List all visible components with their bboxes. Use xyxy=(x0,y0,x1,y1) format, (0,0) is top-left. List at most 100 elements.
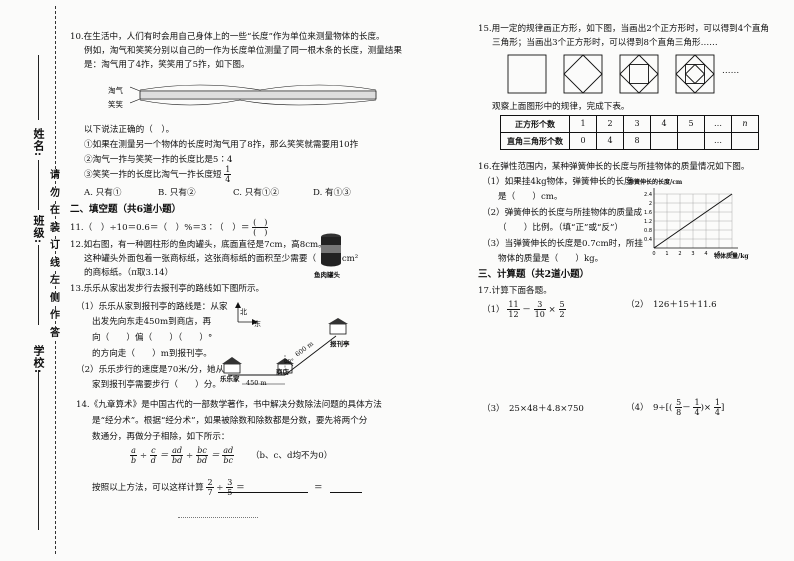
table-cell[interactable] xyxy=(677,132,705,150)
table-row-header: 正方形个数 xyxy=(500,115,570,133)
q14-answer-line-2[interactable] xyxy=(330,492,362,493)
table-cell: n xyxy=(731,115,759,133)
q12-line2: 这种罐头外面包着一张商标纸，这张商标纸的面积至少需要（ ）cm² xyxy=(84,254,359,264)
school-label: 学校: xyxy=(32,345,45,375)
q16-line1: （1）如果挂4kg物体，弹簧伸长的长度 xyxy=(482,177,633,187)
square-pattern-figure xyxy=(507,54,715,94)
q15-line2: 三角形；当画出3个正方形时，可以得到8个直角三角形…… xyxy=(492,38,718,48)
x-tick-label: 4 xyxy=(704,251,707,257)
binding-margin: 学校: 姓名: 班级: 请勿在装订线左侧作答 xyxy=(0,0,70,561)
q10-option-2: ②淘气一拃与笑笑一拃的长度比是5∶4 xyxy=(84,155,233,165)
table-cell: 4 xyxy=(596,132,624,150)
proportional-line xyxy=(653,193,733,249)
y-tick-label: 0.4 xyxy=(644,237,652,243)
class-write-line[interactable] xyxy=(38,160,39,210)
q10-option-1: ①如果在测量另一个物体的长度时淘气用了8拃，那么笑笑就需要用10拃 xyxy=(84,140,359,150)
y-tick-label: 2 xyxy=(649,201,652,207)
table-cell: 0 xyxy=(569,132,597,150)
q14-answer-line-1[interactable] xyxy=(218,492,308,493)
q13-line3: 向（ ）偏（ ）（ ）° xyxy=(92,333,213,343)
school-write-line[interactable] xyxy=(38,370,39,530)
table-cell[interactable] xyxy=(731,132,759,150)
seal-char: 左 xyxy=(49,275,61,286)
y-tick-label: 1.6 xyxy=(644,210,652,216)
q10-choice-c[interactable]: C. 只有①② xyxy=(233,188,280,198)
q10-line2: 例如，淘气和笑笑分别以自己的一作为长度单位测量了同一根木条的长度，测量结果 xyxy=(84,46,402,56)
map-angle: 60° xyxy=(284,359,294,365)
map-east: 东 xyxy=(254,320,261,328)
q10-choice-d[interactable]: D. 有①③ xyxy=(313,188,351,198)
q10-question: 以下说法正确的（ ）。 xyxy=(84,125,175,135)
name-label: 姓名: xyxy=(32,128,45,158)
table-cell: 3 xyxy=(623,115,651,133)
q12-line1: 12.如右图，有一种圆柱形的鱼肉罐头，底面直径是7cm，高8cm。 xyxy=(70,240,327,250)
seal-char: 请 xyxy=(49,170,61,181)
table-cell: 4 xyxy=(650,115,678,133)
can-label: 鱼肉罐头 xyxy=(314,271,340,279)
x-tick-label: 3 xyxy=(691,251,694,257)
table-cell: … xyxy=(704,115,732,133)
seal-char: 侧 xyxy=(49,292,61,304)
q15-ask: 观察上面图形中的规律，完成下表。 xyxy=(492,102,630,112)
table-cell: 8 xyxy=(623,132,651,150)
q14-line2: 是“经分术”。根据“经分术”，如果被除数和除数都是分数，要先将两个分 xyxy=(92,416,368,426)
q13-line0: 13.乐乐从家出发步行去报刊亭的路线如下图所示。 xyxy=(70,284,265,294)
q16-line2: 是（ ）cm。 xyxy=(498,192,563,202)
map-shop: 商店 xyxy=(276,368,289,376)
x-tick-label: 5 xyxy=(717,251,720,257)
q10-choice-a[interactable]: A. 只有① xyxy=(84,188,122,198)
class-label: 班级: xyxy=(32,215,45,245)
q13-line6: 家到报刊亭需要步行（ ）分。 xyxy=(92,380,221,390)
seal-char: 订 xyxy=(49,240,61,251)
fish-can-icon xyxy=(321,233,341,267)
y-tick-label: 1.2 xyxy=(644,219,652,225)
q13-line2: 出发先向东走450m到商店，再 xyxy=(92,317,212,327)
seal-char: 作 xyxy=(49,310,61,321)
q10-line1: 10.在生活中，人们有时会用自己身体上的一些“长度”作为单位来测量物体的长度。 xyxy=(70,32,385,42)
q17-part2: （2） 126＋15＋11.6 xyxy=(626,300,717,310)
q10-choice-b[interactable]: B. 只有② xyxy=(158,188,196,198)
name-write-line[interactable] xyxy=(38,55,39,120)
y-tick-label: 0.8 xyxy=(644,228,652,234)
x-tick-label: 2 xyxy=(678,251,681,257)
map-distance-450: 450 m xyxy=(246,379,267,387)
q15-line1: 15.用一定的规律画正方形，如下图，当画出2个正方形时，可以得到4个直角 xyxy=(478,24,770,34)
label-xiaoxiao: 笑笑 xyxy=(108,100,123,109)
label-taoqi: 淘气 xyxy=(108,86,123,95)
q14-line1: 14.《九章算术》是中国古代的一部数学著作，书中解决分数除法问题的具体方法 xyxy=(76,400,382,410)
graph-y-title: 弹簧伸长的长度/cm xyxy=(628,179,683,186)
class-write-line-2[interactable] xyxy=(38,245,39,325)
map-kiosk: 报刊亭 xyxy=(330,340,350,348)
q17-part3: （3） 25×48＋4.8×750 xyxy=(482,404,584,414)
q17-title: 17.计算下面各题。 xyxy=(478,286,552,296)
table-cell: … xyxy=(704,132,732,150)
table-cell: 2 xyxy=(596,115,624,133)
q16-line3: （2）弹簧伸长的长度与所挂物体的质量成 xyxy=(482,208,643,218)
x-tick-label: 1 xyxy=(665,251,668,257)
y-tick-label: 2.4 xyxy=(644,192,652,198)
q10-line3: 是：淘气用了4拃，笑笑用了5拃，如下图。 xyxy=(84,60,250,70)
seal-char: 线 xyxy=(49,257,61,269)
seal-char: 答 xyxy=(49,327,61,339)
section-3-heading: 三、计算题（共2道小题） xyxy=(478,269,590,280)
section-2-heading: 二、填空题（共6道小题） xyxy=(70,204,182,215)
q16-line5: （3）当弹簧伸长的长度是0.7cm时，所挂 xyxy=(482,239,644,249)
q16-line6: 物体的质量是（ ）kg。 xyxy=(498,254,604,264)
seal-char: 装 xyxy=(49,222,61,234)
q14-eq2: ＝ xyxy=(314,483,323,493)
q12-line3: 的商标纸。（π取3.14） xyxy=(84,268,174,278)
x-tick-label: 0 xyxy=(652,251,655,257)
table-cell[interactable] xyxy=(650,132,678,150)
q13-line5: （2）乐乐步行的速度是70米/分，她从 xyxy=(76,365,225,375)
graph-x-title: 物体质量/kg xyxy=(714,253,749,260)
page-footer-mark xyxy=(178,517,258,518)
